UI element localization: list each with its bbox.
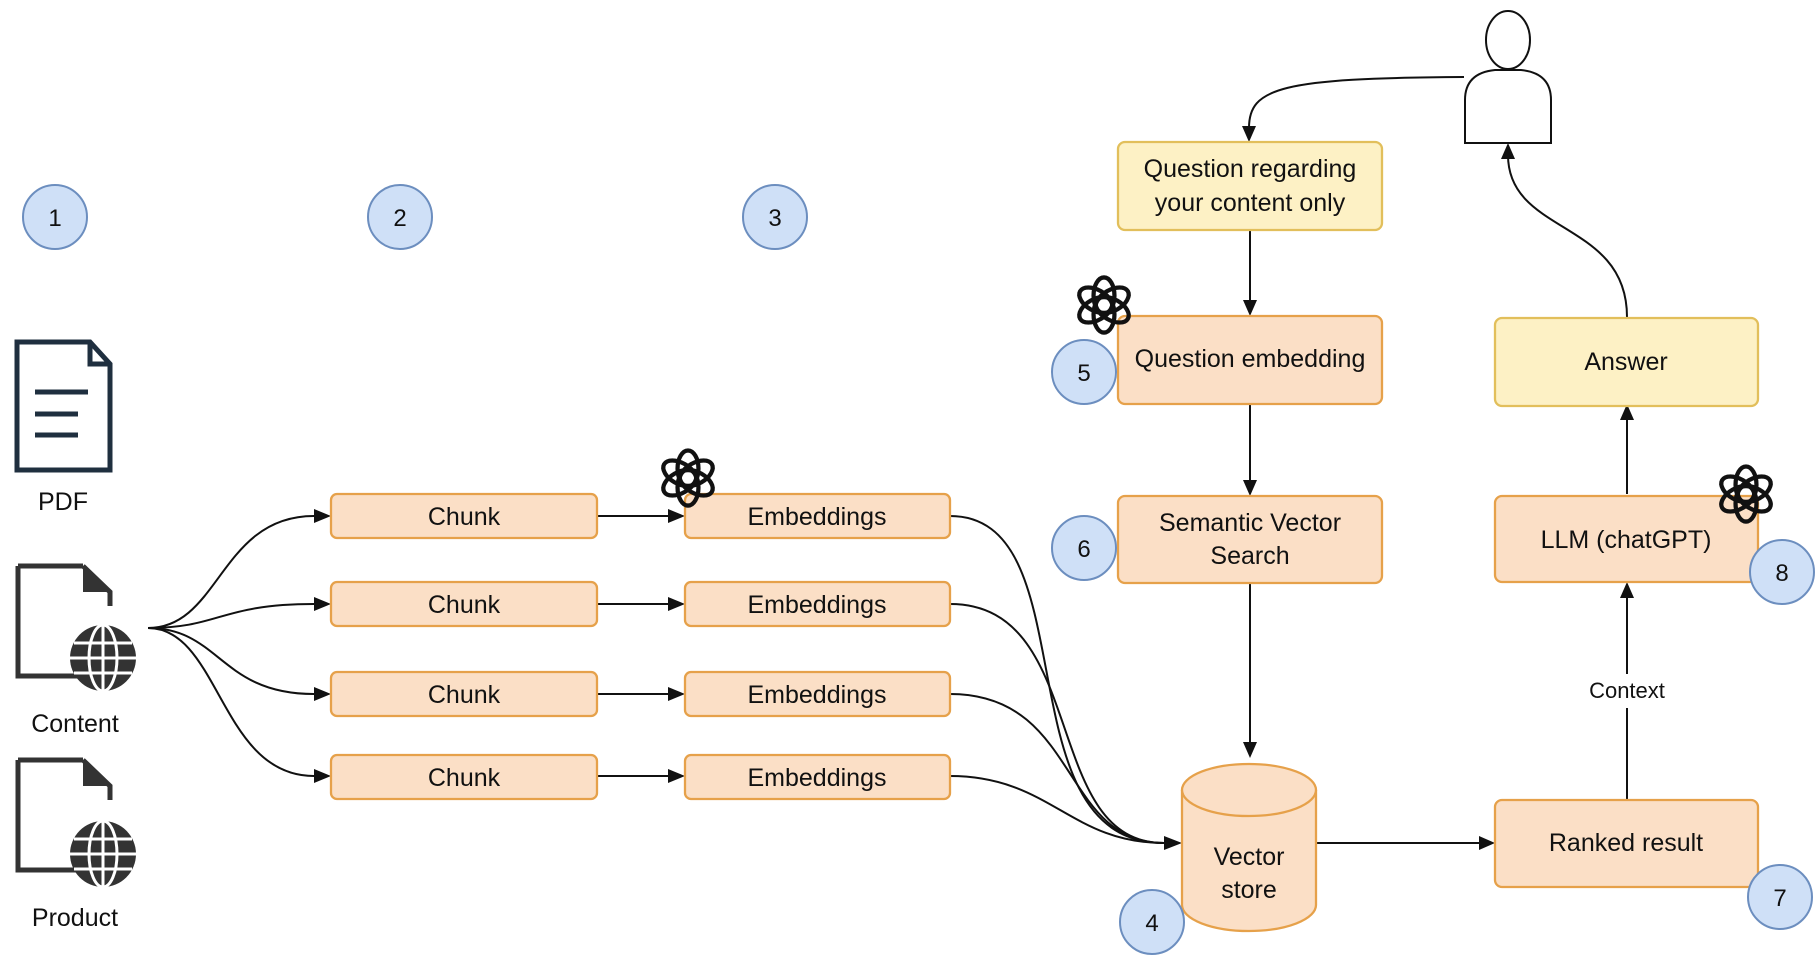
- step-number: 4: [1145, 910, 1158, 937]
- chunk-box-4: Chunk: [329, 753, 599, 801]
- chunk-box-2: Chunk: [329, 580, 599, 628]
- step-badge-5: 5: [1051, 339, 1117, 405]
- step-badge-7: 7: [1747, 864, 1813, 930]
- step-badge-6: 6: [1051, 515, 1117, 581]
- step-number: 5: [1077, 360, 1090, 387]
- answer-box: Answer: [1493, 316, 1760, 408]
- step-badge-2: 2: [367, 184, 433, 250]
- step-badge-4: 4: [1119, 889, 1185, 955]
- source-product: Product: [15, 757, 138, 932]
- chunk-label: Chunk: [428, 503, 501, 531]
- embeddings-label: Embeddings: [748, 681, 887, 709]
- llm-box: LLM (chatGPT): [1493, 494, 1760, 584]
- edge-content-chunk-2: [147, 603, 315, 629]
- edge-answer-user: [1507, 154, 1628, 318]
- edge-user-question: [1248, 76, 1465, 129]
- step-number: 8: [1775, 560, 1788, 587]
- edge-content-chunk-4: [147, 627, 315, 777]
- question-label-line1: Question regarding: [1144, 155, 1357, 183]
- step-number: 1: [48, 205, 61, 232]
- edge-embeddings-vector-4: [949, 775, 1165, 844]
- semantic-search-label-line2: Search: [1210, 542, 1289, 570]
- edge-embeddings-vector-1: [949, 515, 1165, 844]
- source-label: Product: [32, 904, 118, 932]
- pdf-document-icon: [14, 339, 113, 473]
- chunk-box-1: Chunk: [329, 492, 599, 540]
- source-label: PDF: [38, 488, 88, 516]
- semantic-search-box: Semantic Vector Search: [1116, 494, 1384, 585]
- embeddings-label: Embeddings: [748, 503, 887, 531]
- edge-embeddings-vector-2: [949, 603, 1165, 844]
- vector-store-label-line2: store: [1221, 876, 1277, 904]
- answer-label: Answer: [1584, 348, 1667, 376]
- step-number: 2: [393, 205, 406, 232]
- web-document-icon: [15, 563, 138, 693]
- vector-store-cylinder: Vector store: [1180, 762, 1318, 933]
- source-content: Content: [15, 563, 138, 738]
- chunk-label: Chunk: [428, 764, 501, 792]
- edge-content-chunk-3: [147, 627, 315, 695]
- edge-content-chunk-1: [147, 515, 315, 629]
- llm-label: LLM (chatGPT): [1541, 526, 1712, 554]
- ranked-result-box: Ranked result: [1493, 798, 1760, 889]
- embeddings-box-1: Embeddings: [683, 492, 952, 540]
- edge-embeddings-vector-3: [949, 693, 1165, 844]
- context-label: Context: [1589, 678, 1665, 703]
- embeddings-label: Embeddings: [748, 591, 887, 619]
- step-number: 7: [1773, 885, 1786, 912]
- embeddings-label: Embeddings: [748, 764, 887, 792]
- step-number: 3: [768, 205, 781, 232]
- chunk-label: Chunk: [428, 591, 501, 619]
- arrowheads: [314, 126, 1634, 850]
- step-badge-3: 3: [742, 184, 808, 250]
- embeddings-box-4: Embeddings: [683, 753, 952, 801]
- vector-store-label-line1: Vector: [1214, 843, 1285, 871]
- semantic-search-label-line1: Semantic Vector: [1159, 509, 1341, 537]
- chunk-label: Chunk: [428, 681, 501, 709]
- source-pdf: PDF: [14, 339, 113, 516]
- embeddings-box-3: Embeddings: [683, 670, 952, 718]
- step-badge-1: 1: [22, 184, 88, 250]
- chunk-box-3: Chunk: [329, 670, 599, 718]
- web-document-icon: [15, 757, 138, 889]
- source-label: Content: [31, 710, 119, 738]
- user-icon: [1464, 10, 1552, 144]
- step-number: 6: [1077, 536, 1090, 563]
- question-label-line2: your content only: [1155, 189, 1346, 217]
- embeddings-box-2: Embeddings: [683, 580, 952, 628]
- question-embedding-box: Question embedding: [1116, 314, 1384, 406]
- question-embedding-label: Question embedding: [1135, 345, 1366, 373]
- step-badge-8: 8: [1749, 539, 1815, 605]
- context-edge-label: Context: [1580, 674, 1674, 708]
- ranked-result-label: Ranked result: [1549, 829, 1703, 857]
- edges: [147, 76, 1628, 844]
- question-box: Question regarding your content only: [1116, 140, 1384, 232]
